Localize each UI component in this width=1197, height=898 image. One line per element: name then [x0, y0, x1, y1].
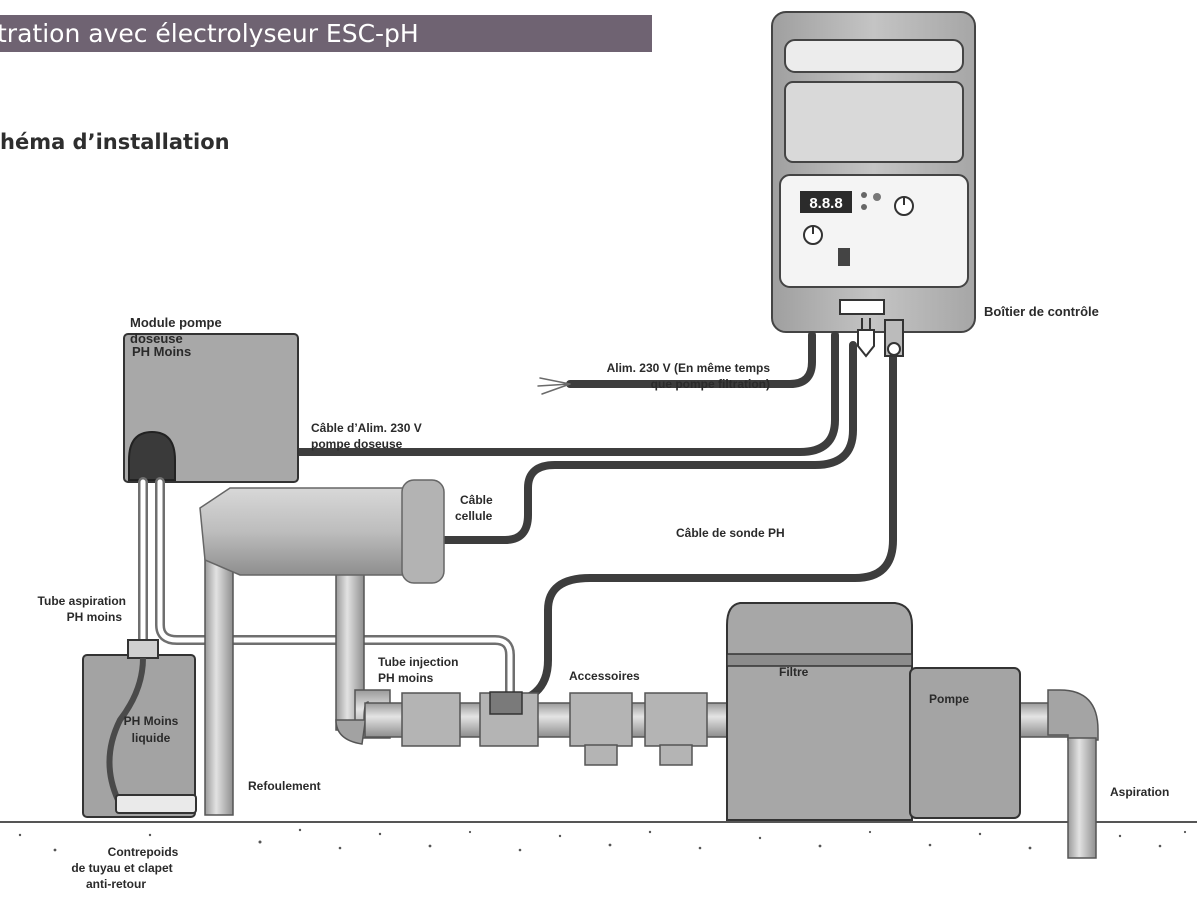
dosing-pump-module: [123, 333, 299, 483]
label-accessories: Accessoires: [569, 669, 640, 683]
label-ph-liquid-1: PH Moins: [124, 714, 179, 728]
label-ph-liquid-2: liquide: [132, 731, 171, 745]
banner-title: tration avec électrolyseur ESC-pH: [0, 19, 419, 48]
label-control-box: Boîtier de contrôle: [984, 304, 1099, 319]
main-pipe: [335, 689, 1099, 859]
label-ph-probe-cable: Câble de sonde PH: [676, 526, 785, 540]
label-ph-minus: PH Moins: [132, 344, 191, 359]
label-power-230-1: Alim. 230 V (En même temps: [607, 361, 771, 375]
peristaltic-pump-icon: [128, 430, 176, 481]
label-dosing-module-2: doseuse: [130, 331, 183, 346]
probe-connector-icon: [884, 319, 904, 357]
label-pump-cable-2: pompe doseuse: [311, 437, 403, 451]
label-power-230-2: que pompe filtration): [651, 377, 770, 391]
label-injection-tube-2: PH moins: [378, 671, 434, 685]
digital-display: 8.8.8: [809, 195, 842, 212]
cables: [286, 331, 897, 707]
section-heading: héma d’installation: [0, 130, 230, 154]
label-dosing-module-1: Module pompe: [130, 315, 222, 330]
electrolysis-cell: [199, 479, 445, 816]
pump: [909, 667, 1021, 819]
label-cell-cable-1: Câble: [460, 493, 493, 507]
filter: [726, 602, 913, 821]
ground: [0, 821, 1197, 898]
power-switch-icon: [838, 248, 850, 266]
foot-valve-icon: [115, 794, 197, 814]
plug-icon: [857, 318, 875, 358]
label-suction-tube-1: Tube aspiration: [38, 594, 126, 608]
label-suction-tube-2: PH moins: [67, 610, 123, 624]
label-suction: Aspiration: [1110, 785, 1169, 799]
labels: Boîtier de contrôle Module pompe doseuse…: [38, 304, 1170, 891]
label-injection-tube-1: Tube injection: [378, 655, 458, 669]
control-box: 8.8.8: [771, 11, 976, 333]
label-filter: Filtre: [779, 665, 809, 679]
title-banner: tration avec électrolyseur ESC-pH: [0, 15, 652, 52]
label-cell-cable-2: cellule: [455, 509, 493, 523]
label-pump: Pompe: [929, 692, 969, 706]
label-counterweight-2: de tuyau et clapet: [71, 861, 172, 875]
label-counterweight-3: anti-retour: [86, 877, 146, 891]
label-pump-cable-1: Câble d’Alim. 230 V: [311, 421, 422, 435]
label-discharge: Refoulement: [248, 779, 321, 793]
ph-liquid-container: [82, 639, 197, 818]
label-counterweight-1: Contrepoids: [108, 845, 179, 859]
